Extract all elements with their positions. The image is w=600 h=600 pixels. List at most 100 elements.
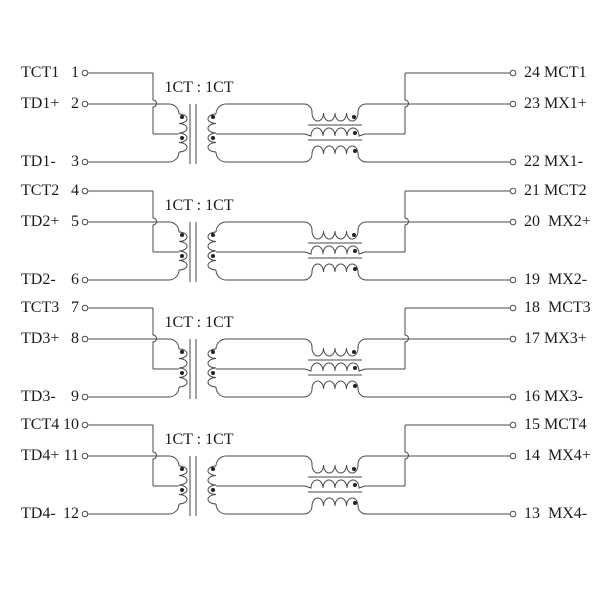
wire-mct-vert [404, 308, 409, 369]
channel-3 [81, 304, 517, 401]
pin-name: TD4+ [21, 447, 60, 464]
polarity-dot [180, 254, 184, 258]
right-pin-label-MX3-: 16 MX3- [524, 388, 584, 405]
pin-number: 7 [71, 299, 79, 316]
pin-terminal-circle [509, 69, 517, 77]
pin-number: 5 [71, 213, 79, 230]
transformer-primary-winding [178, 231, 188, 271]
polarity-dot [211, 136, 215, 140]
wire-mx-minus [215, 263, 510, 281]
pin-name: TD1- [21, 153, 56, 170]
polarity-dot [353, 501, 357, 505]
pin-terminal-circle [509, 452, 517, 460]
wire-mx-minus [215, 145, 510, 163]
pin-terminal-circle [81, 393, 89, 401]
left-pin-label-TD3+: TD3+8 [21, 331, 79, 347]
pin-number: 11 [63, 447, 79, 464]
pin-terminal-circle [81, 510, 89, 518]
polarity-dot [211, 115, 215, 119]
transformer-primary-winding [178, 113, 188, 153]
channel-1 [81, 69, 517, 166]
transformer-primary-winding [178, 465, 188, 505]
pin-name: TD4- [21, 505, 56, 522]
polarity-dot [353, 249, 357, 253]
wire-mct-mid [216, 479, 405, 489]
transformer-secondary-winding [207, 113, 217, 153]
polarity-dot [180, 350, 184, 354]
left-pin-label-TD1+: TD1+ 2 [21, 96, 79, 112]
polarity-dot [180, 467, 184, 471]
pin-terminal-circle [509, 510, 517, 518]
right-pin-label-MX4-: 13 MX4- [524, 505, 588, 522]
left-pin-label-TCT1: TCT1 1 [21, 65, 79, 81]
wire-td-minus [88, 503, 180, 515]
polarity-dot [211, 467, 215, 471]
polarity-dot [180, 136, 184, 140]
wire-mct-vert [404, 191, 409, 252]
wire-td-plus [88, 221, 180, 233]
pin-terminal-circle [509, 421, 517, 429]
right-pin-label-MX4+: 14 MX4+ [524, 447, 591, 464]
polarity-dot [353, 483, 357, 487]
pin-name: TD1+ [21, 95, 60, 112]
pin-name: TD2+ [21, 213, 60, 230]
polarity-dot [353, 149, 357, 153]
transformer-primary-winding [178, 348, 188, 388]
polarity-dot [353, 366, 357, 370]
pin-terminal-circle [81, 218, 89, 226]
polarity-dot [352, 467, 356, 471]
pin-terminal-circle [81, 452, 89, 460]
wire-td-minus [88, 151, 180, 163]
wire-td-plus [88, 338, 180, 350]
turns-ratio-label-3: 1CT : 1CT [164, 314, 234, 331]
pin-terminal-circle [81, 335, 89, 343]
wire-mct-vert [404, 73, 409, 134]
pin-terminal-circle [509, 100, 517, 108]
wire-mct-vert [404, 425, 409, 486]
pin-terminal-circle [509, 218, 517, 226]
pin-number: 4 [71, 182, 79, 199]
pin-terminal-circle [81, 304, 89, 312]
pin-terminal-circle [81, 100, 89, 108]
polarity-dot [353, 384, 357, 388]
polarity-dot [180, 488, 184, 492]
channel-4 [81, 421, 517, 518]
polarity-dot [353, 131, 357, 135]
polarity-dot [180, 233, 184, 237]
pin-number: 12 [63, 505, 79, 522]
channel-2 [81, 187, 517, 284]
left-pin-label-TD4+: TD4+11 [21, 448, 79, 464]
right-pin-label-MCT2: 21 MCT2 [524, 182, 587, 199]
left-pin-label-TD4-: TD4- 12 [21, 506, 79, 522]
pin-number: 2 [71, 95, 79, 112]
right-pin-label-MCT1: 24 MCT1 [524, 64, 587, 81]
right-pin-label-MX2-: 19 MX2- [524, 271, 588, 288]
pin-number: 9 [71, 388, 79, 405]
polarity-dot [211, 488, 215, 492]
left-pin-label-TD2+: TD2+ 5 [21, 214, 79, 230]
pin-name: TD2- [21, 271, 56, 288]
turns-ratio-label-4: 1CT : 1CT [164, 431, 234, 448]
pin-terminal-circle [509, 393, 517, 401]
polarity-dot [352, 115, 356, 119]
pin-terminal-circle [509, 187, 517, 195]
polarity-dot [211, 254, 215, 258]
pin-terminal-circle [81, 158, 89, 166]
pin-number: 8 [71, 330, 79, 347]
pin-terminal-circle [509, 276, 517, 284]
wire-mx-minus [215, 497, 510, 515]
polarity-dot [353, 267, 357, 271]
pin-name: TCT1 [21, 64, 60, 81]
right-pin-label-MCT3: 18 MCT3 [524, 299, 591, 316]
transformer-secondary-winding [207, 465, 217, 505]
wire-mct-mid [216, 245, 405, 255]
wire-mct-mid [216, 362, 405, 372]
right-pin-label-MCT4: 15 MCT4 [524, 416, 587, 433]
pin-number: 1 [71, 64, 79, 81]
polarity-dot [180, 115, 184, 119]
pin-terminal-circle [509, 158, 517, 166]
wire-td-plus [88, 103, 180, 115]
